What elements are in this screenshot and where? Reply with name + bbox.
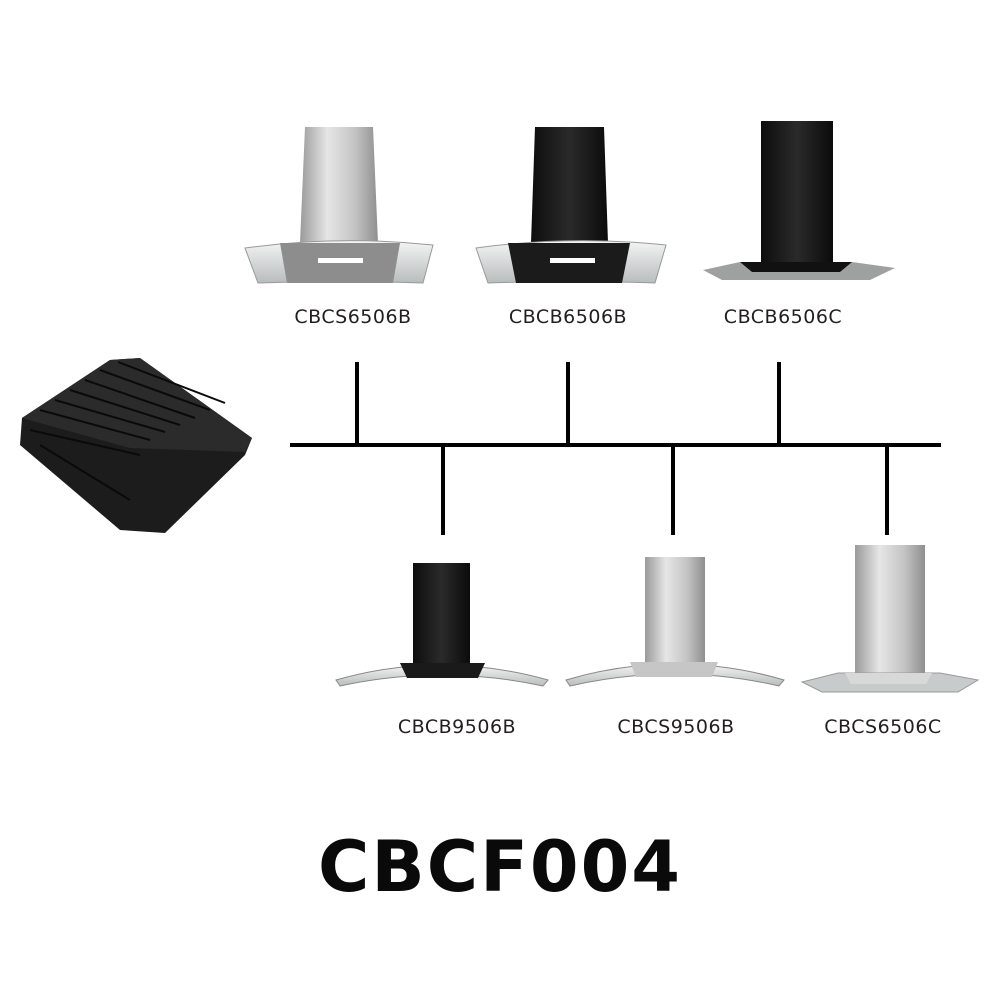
model-label-bottom-3: CBCS6506C: [824, 716, 942, 738]
hood-image-cbcs9506b: [565, 557, 785, 687]
hood-image-cbcs6506c: [800, 545, 980, 693]
hood-image-cbcb6506b: [475, 127, 667, 284]
model-label-bottom-1: CBCB9506B: [397, 716, 517, 738]
hood-image-cbcb9506b: [335, 563, 549, 687]
model-label-top-3: CBCB6506C: [723, 306, 843, 328]
model-label-top-1: CBCS6506B: [294, 306, 412, 328]
carbon-filter-image: [20, 358, 252, 533]
filter-model-title: CBCF004: [317, 826, 683, 908]
connector-lines: [290, 362, 941, 535]
model-label-bottom-2: CBCS9506B: [617, 716, 735, 738]
hood-image-cbcb6506c: [703, 121, 895, 280]
model-label-top-2: CBCB6506B: [508, 306, 628, 328]
hood-image-cbcs6506b: [244, 127, 434, 284]
